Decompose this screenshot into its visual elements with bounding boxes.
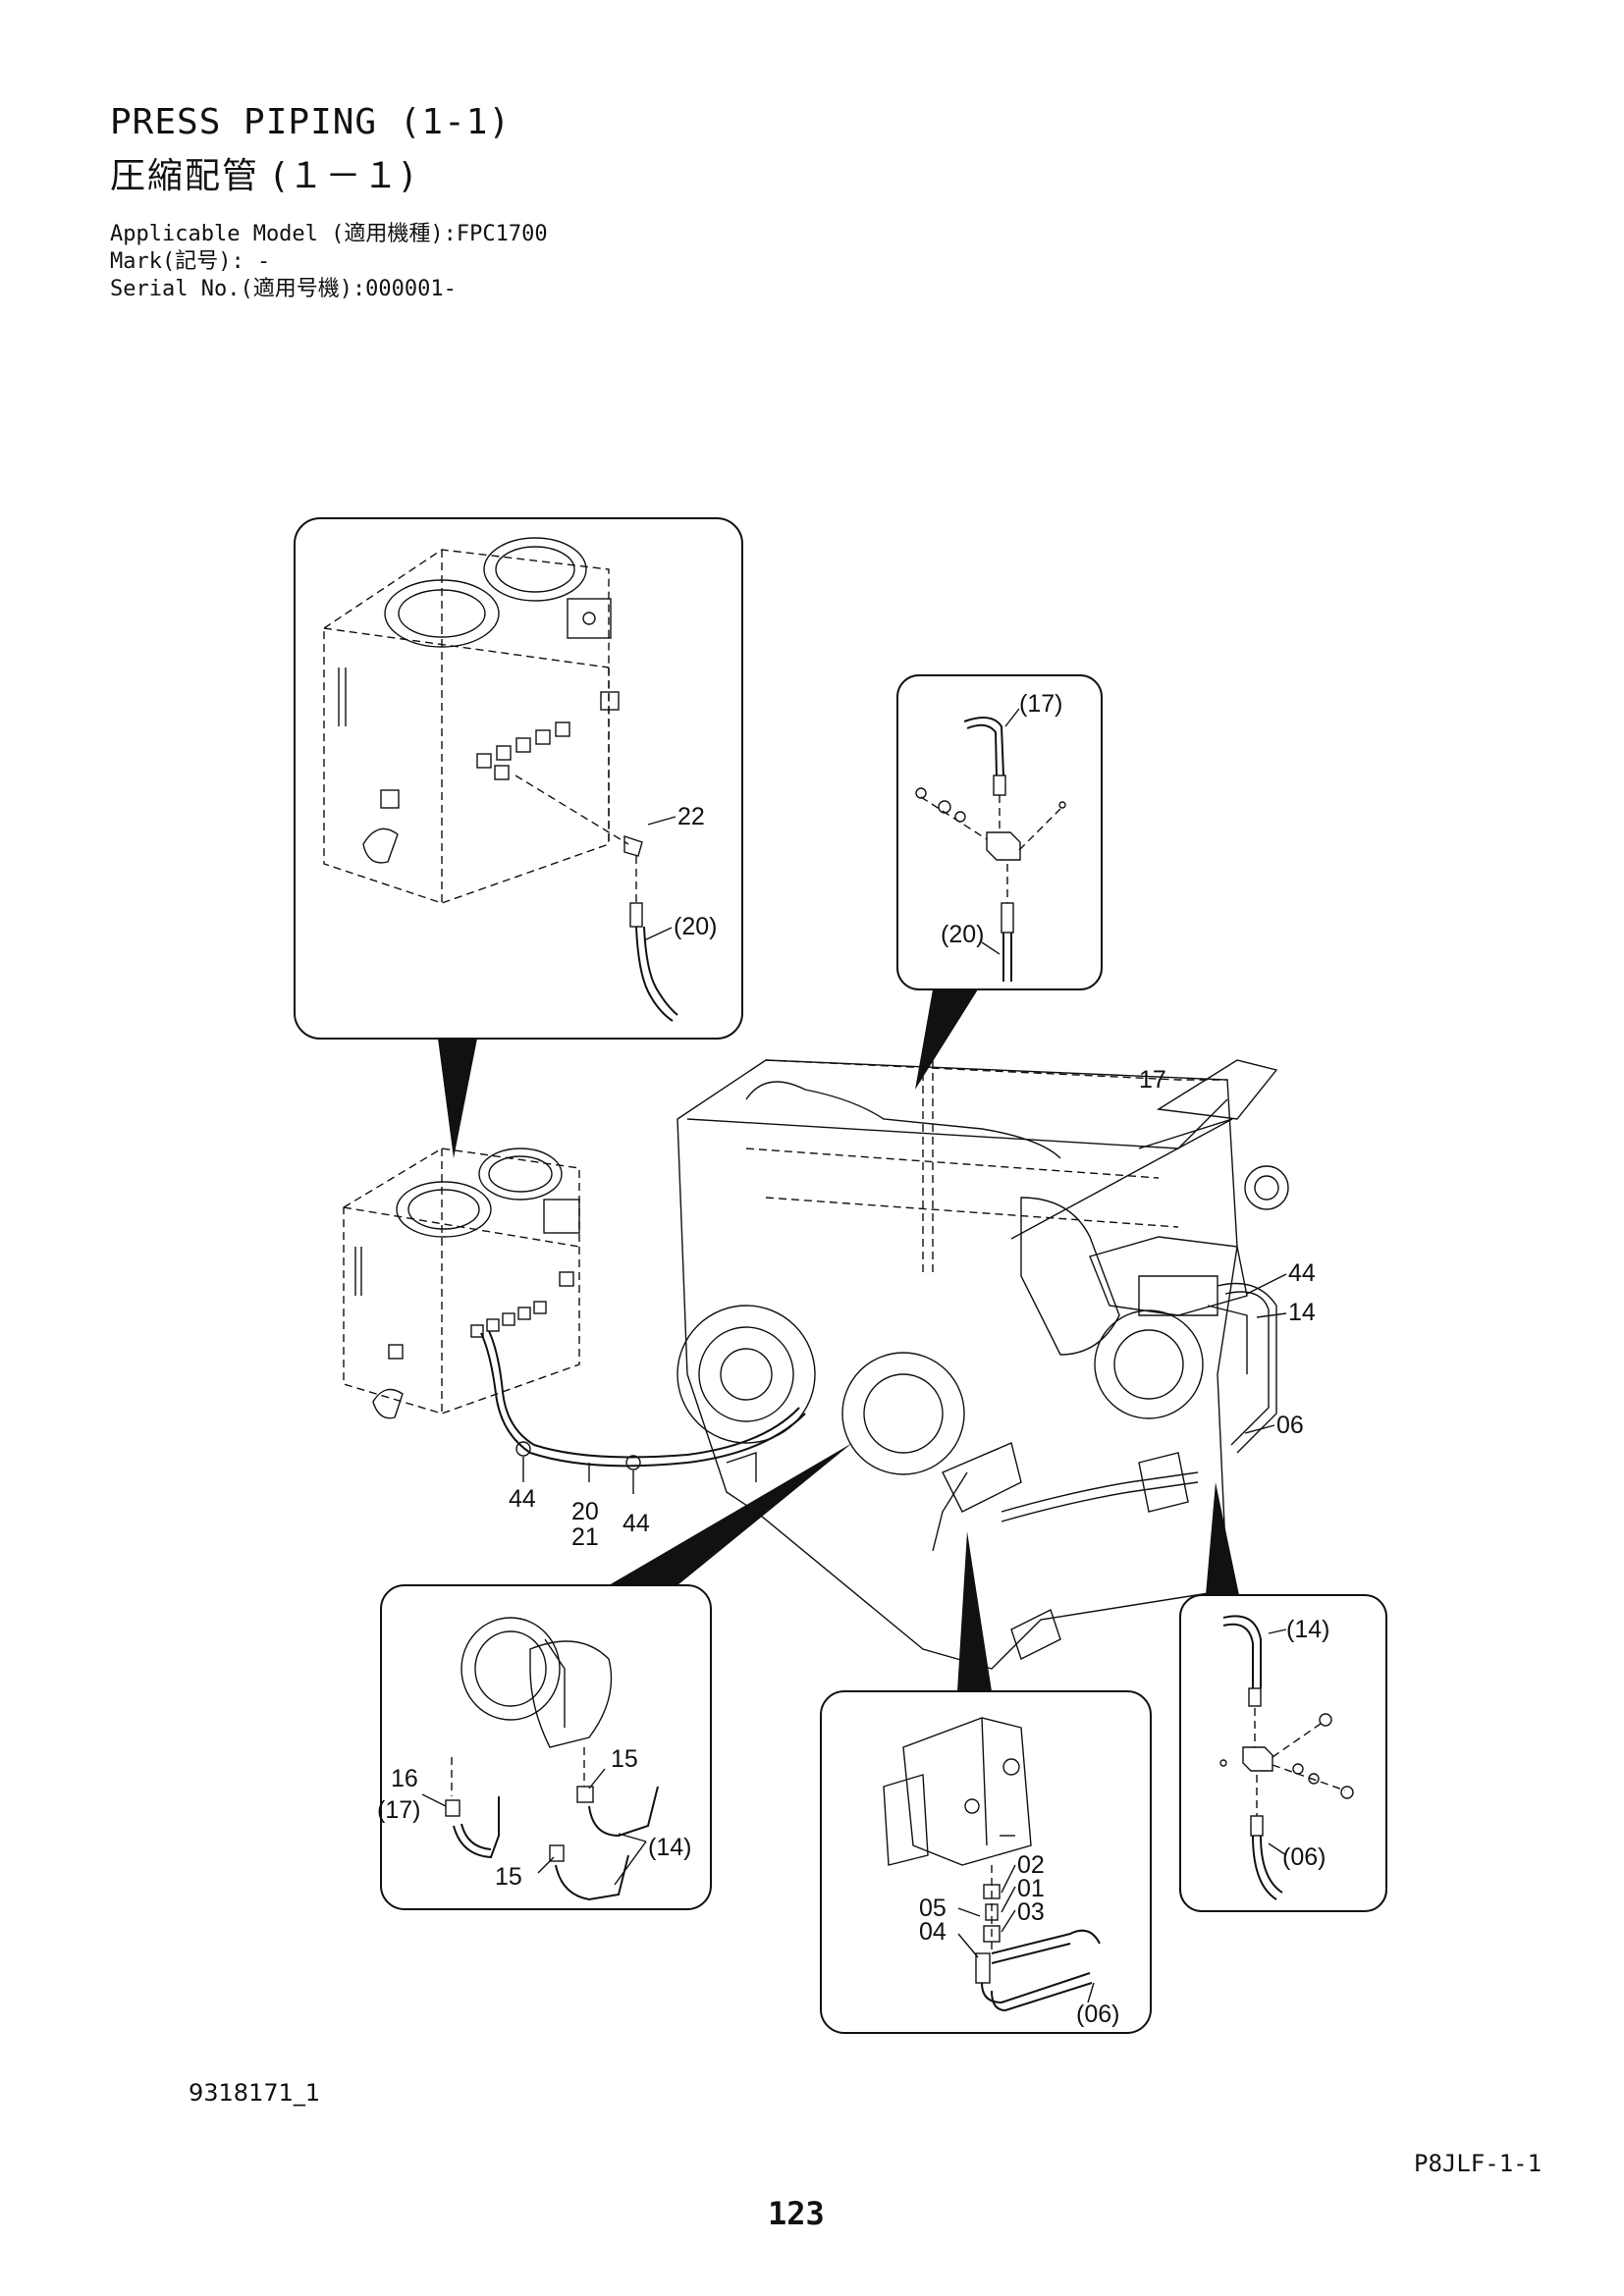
- drawing-number: 9318171_1: [189, 2079, 321, 2107]
- detail-box-block: (14) (06): [1179, 1594, 1387, 1912]
- callout-06-ref-block: (06): [1282, 1843, 1326, 1871]
- callout-15-top: 15: [611, 1745, 638, 1773]
- callout-02: 02: [1017, 1851, 1045, 1879]
- page-title-en: PRESS PIPING (1-1): [110, 102, 512, 142]
- callout-14-ref-motor: (14): [648, 1834, 691, 1861]
- tank-assembly: 17 44 14 06 44 20 21 44: [343, 1066, 1316, 1551]
- page-number: 123: [768, 2195, 825, 2232]
- callout-16: 16: [391, 1765, 418, 1792]
- callout-15-bottom: 15: [495, 1863, 522, 1891]
- serial-number: Serial No.(適用号機):000001-: [110, 277, 457, 301]
- detail-pointer-valve: [957, 1531, 992, 1691]
- detail-pointer-tee: [915, 989, 978, 1090]
- callout-17-ref: (17): [1019, 690, 1062, 718]
- callout-14: 14: [1288, 1299, 1316, 1326]
- page-code: P8JLF-1-1: [1414, 2150, 1543, 2177]
- callout-01: 01: [1017, 1875, 1045, 1902]
- callout-14-ref-block: (14): [1286, 1616, 1329, 1643]
- callout-22: 22: [677, 803, 705, 830]
- detail-box-valve: 02 01 03 05 04 (06): [820, 1690, 1152, 2034]
- callout-21: 21: [571, 1523, 599, 1551]
- callout-17: 17: [1139, 1066, 1166, 1094]
- callout-17-ref-motor: (17): [377, 1796, 420, 1824]
- detail-pointer-tank: [438, 1039, 477, 1158]
- callout-04: 04: [919, 1918, 947, 1946]
- page-title-ja: 圧縮配管 (１－１): [110, 156, 416, 196]
- callout-06-ref-valve: (06): [1076, 2001, 1119, 2028]
- callout-20: 20: [571, 1498, 599, 1525]
- callout-03: 03: [1017, 1898, 1045, 1926]
- detail-box-tank: 22 (20): [294, 517, 743, 1040]
- applicable-model: Applicable Model (適用機種):FPC1700: [110, 222, 548, 246]
- callout-05: 05: [919, 1895, 947, 1922]
- callout-06: 06: [1276, 1412, 1304, 1439]
- callout-20-ref-tee: (20): [941, 921, 984, 948]
- detail-pointer-block: [1206, 1482, 1239, 1595]
- callout-44-left: 44: [509, 1485, 536, 1513]
- detail-box-tee: (17) (20): [896, 674, 1103, 990]
- main-assembly: [677, 1059, 1289, 1670]
- callout-44-right: 44: [1288, 1259, 1316, 1287]
- callout-20-ref: (20): [674, 913, 717, 940]
- callout-44-center: 44: [623, 1510, 650, 1537]
- detail-box-motor: 16 (17) 15 15 (14): [377, 1584, 712, 1910]
- detail-pointer-motor: [609, 1443, 852, 1585]
- mark: Mark(記号): -: [110, 249, 271, 274]
